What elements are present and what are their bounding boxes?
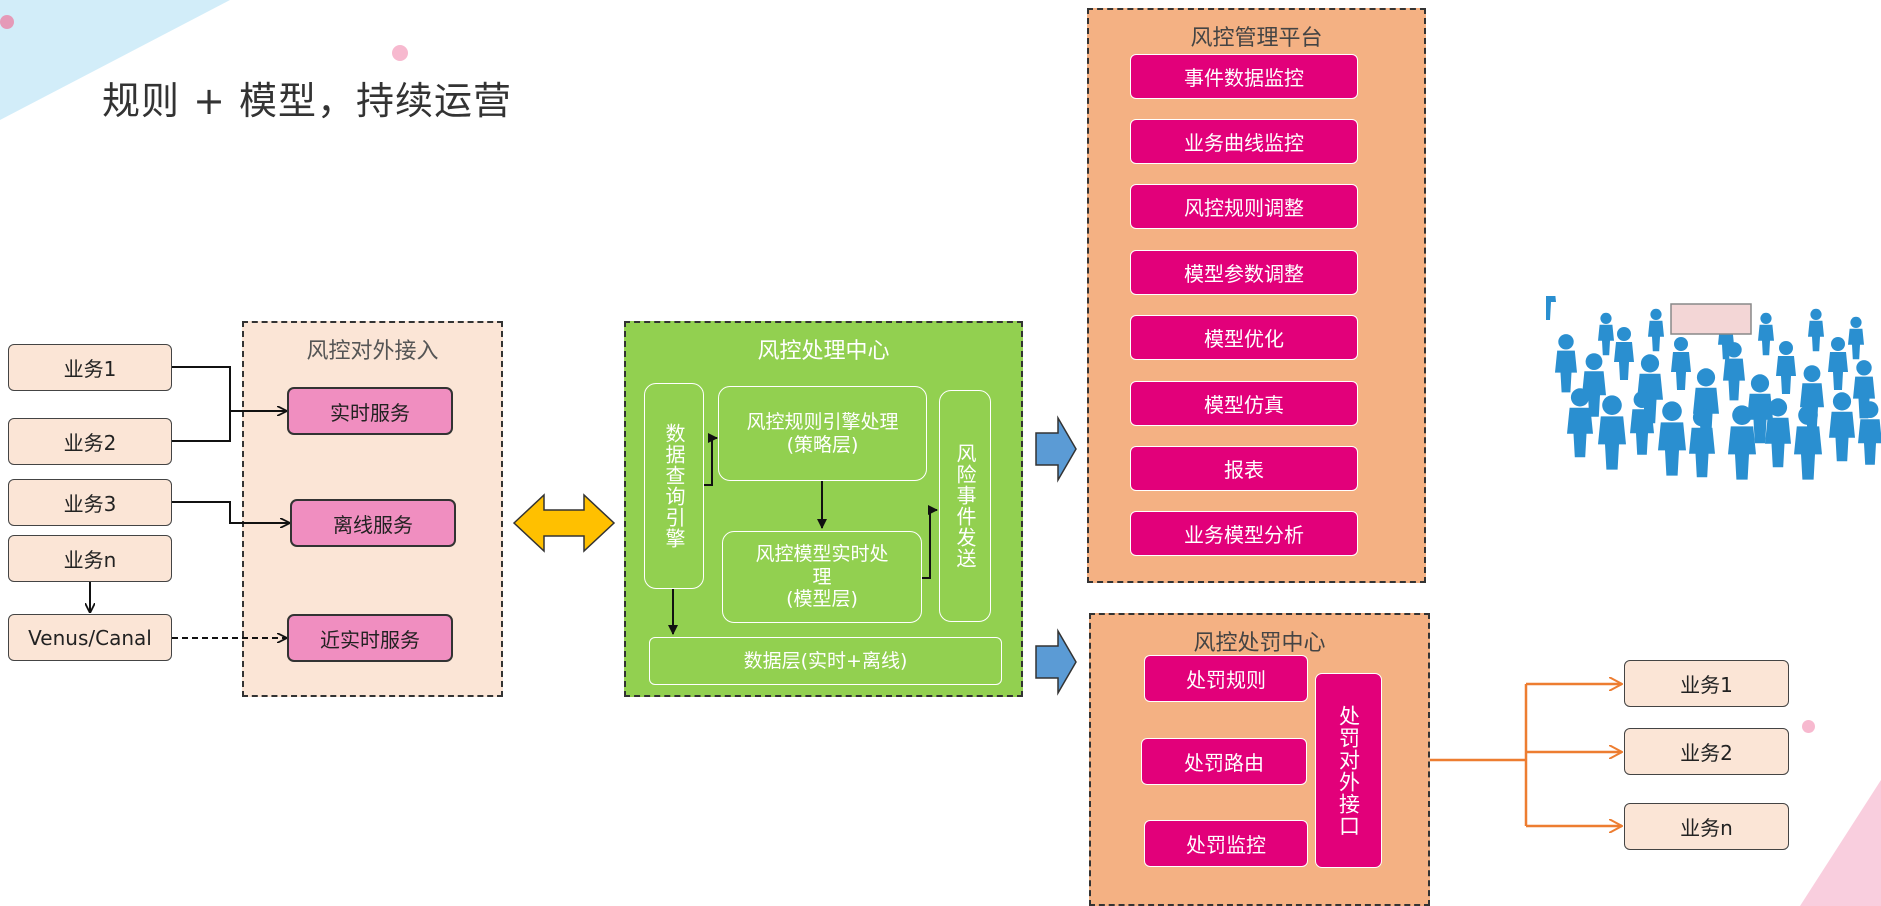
processing-panel-title: 风控处理中心 bbox=[757, 339, 890, 364]
business-n-box: 业务n bbox=[8, 535, 172, 582]
rule-engine-sublabel: (策略层) bbox=[786, 433, 859, 456]
model-engine-label-2: 理 bbox=[812, 565, 832, 588]
background-triangle-decoration bbox=[0, 0, 230, 120]
connector-business2 bbox=[172, 411, 231, 442]
model-engine-label: 风控模型实时处 bbox=[755, 542, 889, 565]
business-2-box: 业务2 bbox=[8, 418, 172, 465]
management-item-curve-monitor: 业务曲线监控 bbox=[1130, 119, 1358, 164]
query-engine-box: 数据查询引擎 bbox=[644, 383, 704, 589]
background-dot-decoration bbox=[1802, 720, 1815, 733]
data-layer-box: 数据层(实时+离线) bbox=[649, 637, 1002, 685]
business-3-box: 业务3 bbox=[8, 479, 172, 526]
rule-engine-label: 风控规则引擎处理 bbox=[746, 410, 899, 433]
connector-model-to-risk bbox=[922, 505, 938, 579]
output-business-1-box: 业务1 bbox=[1624, 660, 1789, 707]
access-panel-title: 风控对外接入 bbox=[306, 339, 439, 364]
management-item-report: 报表 bbox=[1130, 446, 1358, 491]
background-dot-decoration bbox=[392, 45, 408, 61]
processing-panel: 风控处理中心 bbox=[624, 321, 1023, 697]
model-engine-box: 风控模型实时处 理 (模型层) bbox=[722, 531, 922, 623]
crowd-sign bbox=[1670, 303, 1752, 335]
management-item-rule-adjust: 风控规则调整 bbox=[1130, 184, 1358, 229]
output-business-n-box: 业务n bbox=[1624, 803, 1789, 850]
connector-business1 bbox=[172, 366, 231, 411]
penalty-panel-title: 风控处罚中心 bbox=[1193, 631, 1326, 656]
connector-query-to-rule bbox=[704, 433, 718, 486]
penalty-rule-box: 处罚规则 bbox=[1144, 655, 1308, 702]
management-item-model-analysis: 业务模型分析 bbox=[1130, 511, 1358, 556]
management-item-model-optimize: 模型优化 bbox=[1130, 315, 1358, 360]
management-item-event-monitor: 事件数据监控 bbox=[1130, 54, 1358, 99]
people-crowd-icon bbox=[1546, 296, 1881, 480]
business-1-box: 业务1 bbox=[8, 344, 172, 391]
double-arrow-icon bbox=[512, 493, 616, 553]
background-dot-decoration bbox=[0, 15, 14, 29]
realtime-service-box: 实时服务 bbox=[287, 387, 453, 435]
rule-engine-box: 风控规则引擎处理 (策略层) bbox=[718, 386, 927, 481]
venus-canal-box: Venus/Canal bbox=[8, 614, 172, 661]
connector-business3 bbox=[172, 501, 289, 523]
block-arrow-icon bbox=[1035, 415, 1077, 483]
penalty-monitor-box: 处罚监控 bbox=[1144, 820, 1308, 867]
penalty-route-box: 处罚路由 bbox=[1141, 738, 1307, 785]
page-title: 规则 + 模型，持续运营 bbox=[102, 79, 512, 123]
offline-service-box: 离线服务 bbox=[290, 499, 456, 547]
output-business-2-box: 业务2 bbox=[1624, 728, 1789, 775]
management-item-param-adjust: 模型参数调整 bbox=[1130, 250, 1358, 295]
background-corner-decoration bbox=[1800, 780, 1881, 906]
management-item-model-simulate: 模型仿真 bbox=[1130, 381, 1358, 426]
near-realtime-service-box: 近实时服务 bbox=[287, 614, 453, 662]
risk-event-send-box: 风险事件发送 bbox=[939, 390, 991, 622]
penalty-interface-box: 处罚对外接口 bbox=[1315, 673, 1382, 868]
management-panel-title: 风控管理平台 bbox=[1190, 26, 1323, 51]
block-arrow-icon bbox=[1035, 628, 1077, 696]
model-engine-sublabel: (模型层) bbox=[786, 588, 858, 611]
people-crowd-figures bbox=[1546, 296, 1881, 480]
